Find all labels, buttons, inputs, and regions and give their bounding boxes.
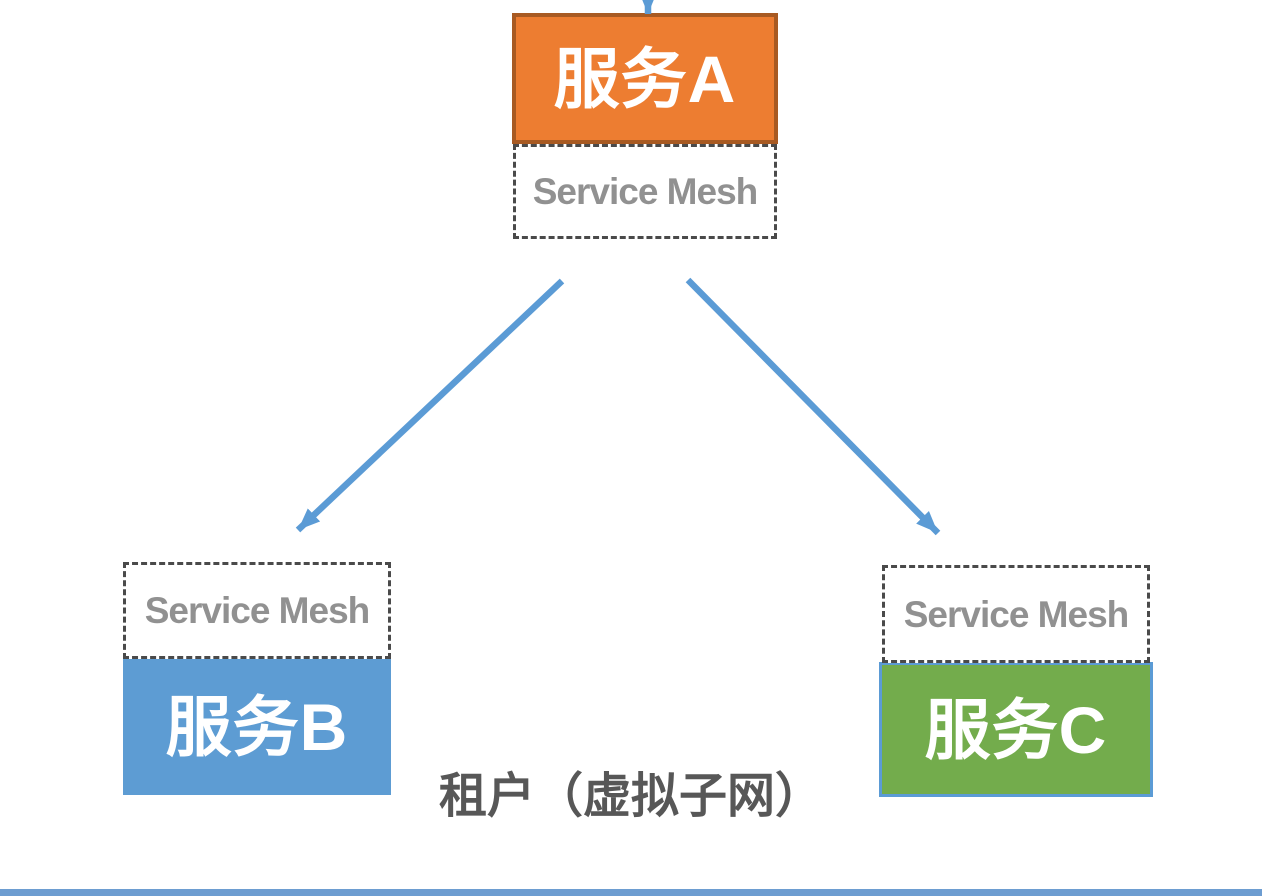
bottom-accent-bar [0, 889, 1262, 896]
service-c-label: 服务C [924, 692, 1108, 767]
service-b-label: 服务B [165, 689, 349, 764]
arrow-a-to-c-icon [685, 277, 941, 536]
tenant-subnet-label: 租户（虚拟子网） [438, 770, 823, 823]
service-c-box: 服务C [879, 662, 1153, 797]
service-mesh-b-box: Service Mesh [123, 562, 391, 659]
service-mesh-c-box: Service Mesh [882, 565, 1150, 663]
service-b-box: 服务B [123, 658, 391, 795]
service-mesh-a-box: Service Mesh [513, 144, 777, 239]
service-a-label: 服务A [553, 41, 737, 116]
arrow-a-to-b-icon [295, 278, 565, 533]
service-mesh-c-label: Service Mesh [903, 593, 1130, 635]
service-mesh-a-label: Service Mesh [532, 171, 759, 212]
service-a-box: 服务A [512, 13, 778, 144]
service-mesh-b-label: Service Mesh [144, 590, 371, 631]
